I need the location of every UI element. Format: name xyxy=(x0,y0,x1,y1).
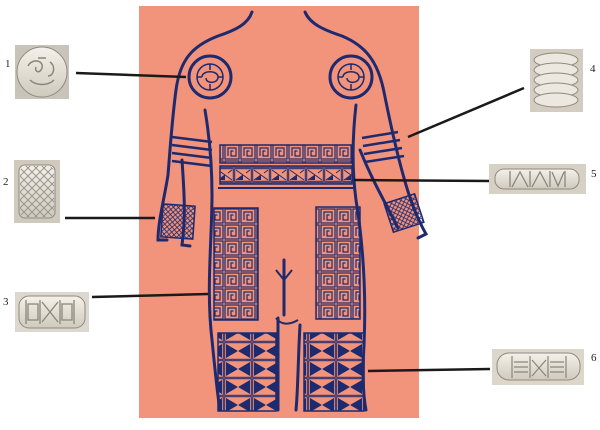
right-thigh-panel xyxy=(303,332,365,412)
stamp-photo-5 xyxy=(489,164,586,194)
stamp-photo-6 xyxy=(492,349,584,385)
stamp-photo-1 xyxy=(15,45,69,99)
waist-band xyxy=(218,144,354,189)
leader-line-6 xyxy=(367,367,491,373)
callout-number-5: 5 xyxy=(591,168,597,180)
callout-number-6: 6 xyxy=(591,352,597,364)
callout-number-1: 1 xyxy=(5,58,11,70)
stamp-photo-2 xyxy=(14,160,60,223)
stamp-photo-3 xyxy=(15,292,89,332)
right-shoulder-rosette xyxy=(328,54,374,100)
leader-lines xyxy=(65,71,525,373)
right-arm-bands xyxy=(361,130,405,164)
left-shoulder-rosette xyxy=(187,54,233,100)
left-hip-panel xyxy=(213,207,259,321)
leader-line-4 xyxy=(407,86,525,139)
stamp-photo-4 xyxy=(530,49,583,112)
left-arm-bands xyxy=(171,135,213,168)
callout-number-4: 4 xyxy=(590,63,596,75)
callout-number-2: 2 xyxy=(3,176,9,188)
leader-line-5 xyxy=(353,178,491,183)
body-outline xyxy=(156,10,429,412)
callout-number-3: 3 xyxy=(3,296,9,308)
leader-line-1 xyxy=(75,71,187,79)
right-hip-panel xyxy=(315,206,361,320)
left-wrist-band xyxy=(160,203,196,240)
right-wrist-band xyxy=(383,192,425,234)
leader-line-3 xyxy=(91,292,209,299)
center-mark xyxy=(275,269,299,325)
left-thigh-panel xyxy=(217,332,277,412)
